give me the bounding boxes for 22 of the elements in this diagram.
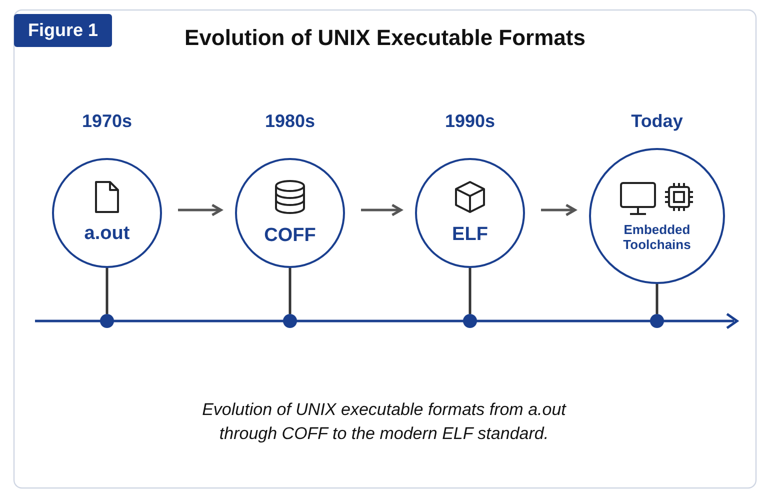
figure-badge: Figure 1 xyxy=(14,14,112,47)
timeline-dot xyxy=(650,314,664,328)
timeline-dot xyxy=(100,314,114,328)
diagram-title: Evolution of UNIX Executable Formats xyxy=(184,25,586,51)
era-label: 1990s xyxy=(444,111,496,132)
arrow xyxy=(178,204,222,216)
era-label: 1980s xyxy=(264,111,316,132)
figure-caption: Evolution of UNIX executable formats from a.out through COFF to the modern ELF standard. xyxy=(201,399,568,445)
connector-line xyxy=(288,268,292,314)
arrow xyxy=(541,204,576,216)
connector-line xyxy=(656,284,658,314)
connector-line xyxy=(106,268,108,314)
timeline-dot xyxy=(283,314,297,328)
timeline-dot xyxy=(463,314,477,328)
format-name: a.out xyxy=(84,223,130,245)
era-label: Today xyxy=(630,111,684,132)
connector-line xyxy=(468,268,472,314)
format-name: COFF xyxy=(264,224,316,246)
arrow xyxy=(361,204,402,216)
era-label: 1970s xyxy=(80,111,134,132)
format-name: ELF xyxy=(452,224,488,246)
format-name: Embedded Toolchains xyxy=(622,222,692,252)
